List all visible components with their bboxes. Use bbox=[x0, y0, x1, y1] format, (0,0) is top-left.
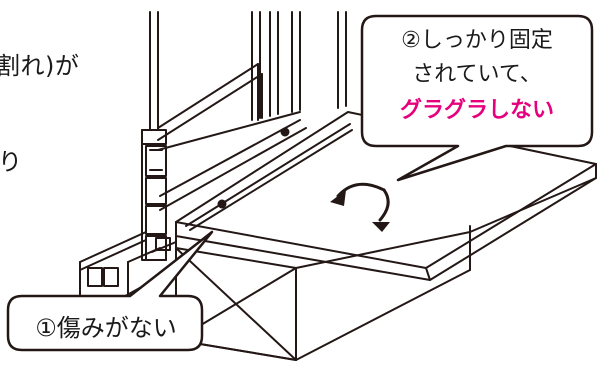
left-text-fragment-1: 割れ)が bbox=[0, 52, 80, 80]
callout-top-line1: ②しっかり固定 bbox=[401, 28, 553, 53]
rotation-arrow-icon bbox=[336, 182, 390, 222]
callout-top-bubble bbox=[360, 14, 594, 182]
window-frame-verticals bbox=[149, 11, 347, 131]
rotation-arrow-head-icon bbox=[330, 190, 346, 206]
window-rail-profile bbox=[79, 129, 177, 301]
callout-bottom-bubble bbox=[6, 230, 214, 352]
sill-screw-hole bbox=[217, 199, 227, 209]
sill-screw-hole bbox=[280, 127, 290, 137]
rotation-arrow-head-icon bbox=[372, 222, 390, 232]
callout-bottom-text: ①傷みがない bbox=[35, 314, 177, 342]
callout-top-emphasis: グラグラしない bbox=[399, 98, 554, 123]
callout-top-line2: されていて、 bbox=[412, 62, 542, 87]
left-text-fragment-2: り bbox=[0, 148, 23, 176]
window-sash bbox=[157, 63, 307, 211]
